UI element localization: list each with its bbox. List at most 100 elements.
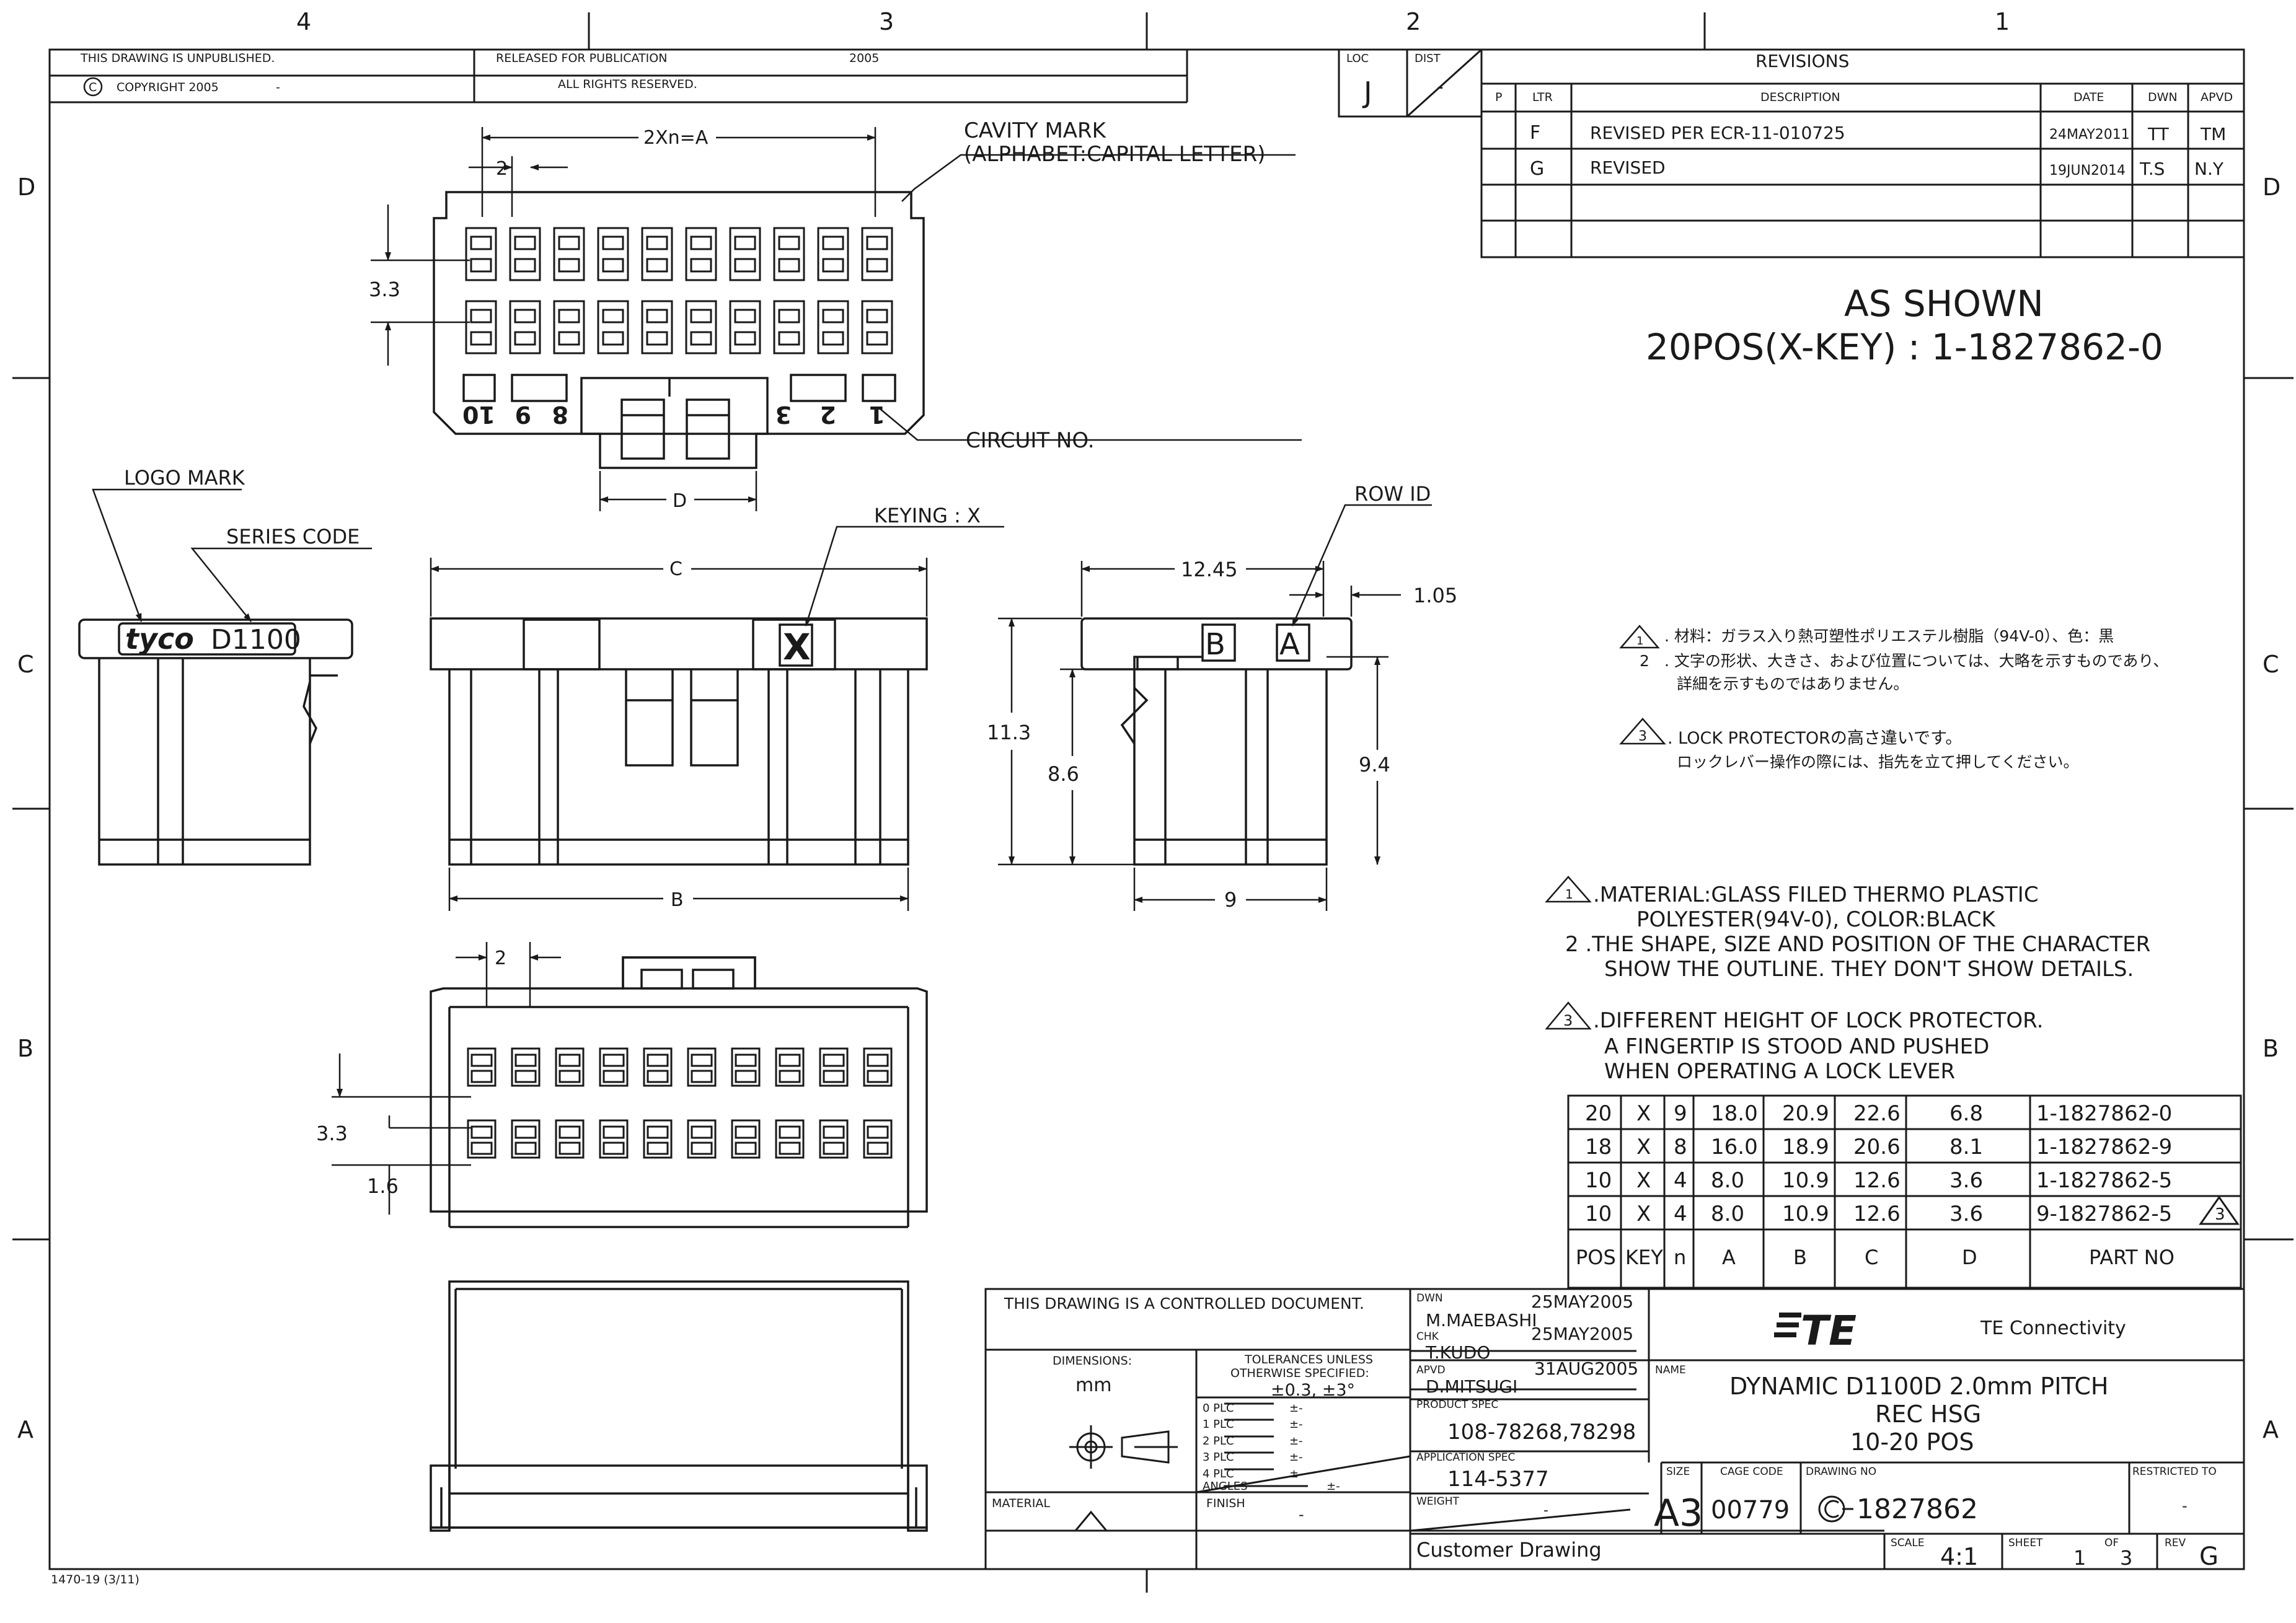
top-cavity xyxy=(509,300,541,354)
plc-2: 2 PLC xyxy=(1203,1435,1234,1448)
part-table-header: POS KEY n A B C D PART NO xyxy=(1576,1246,2175,1269)
dimensions-unit: mm xyxy=(1075,1374,1111,1396)
front-view xyxy=(430,956,928,1228)
te-logo: TE xyxy=(1774,1307,1857,1355)
tolerance-value: ±0.3, ±3° xyxy=(1271,1381,1355,1400)
top-cavity xyxy=(685,227,717,281)
front-cavity xyxy=(555,1047,585,1087)
finish-value: - xyxy=(1299,1506,1304,1523)
sheet-size: A3 xyxy=(1654,1492,1703,1535)
zone-row-a-right: A xyxy=(2263,1416,2279,1443)
plc-2-pm: ±- xyxy=(1289,1435,1303,1448)
copyright-text: COPYRIGHT 2005 xyxy=(117,81,219,94)
tolerances-line2: OTHERWISE SPECIFIED: xyxy=(1230,1366,1369,1380)
part-table-cell: 20.9 xyxy=(1782,1101,1829,1126)
circuit-number: 10 xyxy=(462,401,495,428)
top-cavity xyxy=(509,227,541,281)
part-table-cell: 3.6 xyxy=(1949,1202,1983,1226)
rev-date: 19JUN2014 xyxy=(2049,163,2126,178)
dist-label: DIST xyxy=(1415,52,1441,65)
rev-header-p: P xyxy=(1495,90,1502,104)
rev-apvd: TM xyxy=(2200,124,2226,144)
restricted-label: RESTRICTED TO xyxy=(2132,1466,2217,1478)
part-table-cell: 8.1 xyxy=(1949,1135,1983,1159)
plc-1-pm: ±- xyxy=(1289,1418,1303,1431)
row-letter-b: B xyxy=(1205,627,1225,662)
notes-japanese: 1 . 材料：ガラス入り熱可塑性ポリエステル樹脂（94V-0）、色：黒 2 . … xyxy=(1619,625,2168,771)
en-note-2b: SHOW THE OUTLINE. THEY DON'T SHOW DETAIL… xyxy=(1604,957,2134,982)
part-table-cell: 16.0 xyxy=(1711,1135,1758,1159)
application-spec-label: APPLICATION SPEC xyxy=(1416,1451,1515,1464)
te-wordmark: TE xyxy=(1801,1307,1857,1355)
apvd-name: D.MITSUGI xyxy=(1426,1376,1517,1397)
rev-header-date: DATE xyxy=(2073,90,2104,104)
part-table-cell: 12.6 xyxy=(1853,1202,1901,1226)
part-table-cell: X xyxy=(1636,1202,1651,1226)
part-table-cell: 3.6 xyxy=(1949,1168,1983,1193)
front-cavity xyxy=(511,1119,541,1159)
note-flag-3-jp-number: 3 xyxy=(1638,729,1647,744)
chk-name: T.KUDO xyxy=(1425,1342,1490,1363)
plc-3-pm: ±- xyxy=(1289,1451,1303,1464)
dim-d: D xyxy=(673,490,687,512)
logo-leaders xyxy=(92,488,372,622)
scale-value: 4:1 xyxy=(1940,1543,1978,1570)
row-id-view-dimensions xyxy=(998,504,1432,911)
logo-side-view xyxy=(78,618,353,866)
front-cavity xyxy=(819,1047,849,1087)
notes-english: 1 .MATERIAL:GLASS FILED THERMO PLASTIC P… xyxy=(1545,876,2150,1084)
zone-row-c-right: C xyxy=(2263,651,2279,678)
drawing-no-label: DRAWING NO xyxy=(1806,1466,1876,1478)
keying-view xyxy=(430,617,928,866)
top-cavity xyxy=(597,227,629,281)
zone-col-2: 2 xyxy=(1406,8,1421,35)
zone-row-b-right: B xyxy=(2263,1035,2279,1062)
front-cavity xyxy=(467,1047,497,1087)
front-cavity xyxy=(775,1119,805,1159)
note-flag-1-en xyxy=(1545,876,1592,903)
product-spec: 108-78268,78298 xyxy=(1447,1420,1636,1445)
as-shown-title: AS SHOWN xyxy=(1844,283,2044,325)
top-view-dimensions xyxy=(371,127,1302,511)
size-label: SIZE xyxy=(1666,1466,1690,1478)
dim-b: B xyxy=(671,889,684,911)
top-cavity xyxy=(465,300,497,354)
circuit-number: 1 xyxy=(869,401,885,428)
dim-3-3-front: 3.3 xyxy=(316,1122,348,1145)
cavity-mark-sublabel: (ALPHABET:CAPITAL LETTER) xyxy=(964,142,1266,167)
note-flag-1-jp xyxy=(1619,625,1660,649)
front-cavity xyxy=(599,1119,629,1159)
top-view-cavities xyxy=(465,227,893,354)
part-header-b: B xyxy=(1793,1246,1807,1269)
sheet-label: SHEET xyxy=(2008,1537,2043,1549)
rev-description: REVISED PER ECR-11-010725 xyxy=(1590,123,1845,143)
row-id-label: ROW ID xyxy=(1354,482,1431,506)
part-table-cell: 10 xyxy=(1585,1202,1612,1226)
row-id-view xyxy=(1080,617,1353,866)
part-table-cell: 12.6 xyxy=(1853,1168,1901,1193)
controlled-document-notice: THIS DRAWING IS A CONTROLLED DOCUMENT. xyxy=(1004,1295,1364,1313)
zone-markers: 4 3 2 1 D C B A D C B A xyxy=(17,8,2281,1443)
part-header-d: D xyxy=(1962,1246,1977,1269)
front-cavity xyxy=(775,1047,805,1087)
part-table-cell: 4 xyxy=(1674,1202,1687,1226)
top-cavity xyxy=(817,227,849,281)
name-label: NAME xyxy=(1655,1364,1686,1376)
plc-3: 3 PLC xyxy=(1203,1451,1234,1464)
part-table-cell: 9 xyxy=(1674,1101,1687,1126)
as-shown-callout: AS SHOWN 20POS(X-KEY) : 1-1827862-0 xyxy=(1646,283,2163,368)
angles-label: ANGLES xyxy=(1203,1480,1248,1493)
dim-1-6: 1.6 xyxy=(367,1174,399,1198)
rev-ltr: G xyxy=(1530,158,1544,180)
copyright-dash: - xyxy=(276,81,280,94)
part-table-cell: 8.0 xyxy=(1711,1168,1744,1193)
part-table-cell: 8.0 xyxy=(1711,1202,1744,1226)
part-table-cell: 10.9 xyxy=(1782,1168,1829,1193)
front-cavity xyxy=(643,1119,673,1159)
cage-code-label: CAGE CODE xyxy=(1720,1466,1783,1478)
form-number: 1470-19 (3/11) xyxy=(51,1573,139,1586)
dim-1-05: 1.05 xyxy=(1413,584,1457,607)
zone-row-d-right: D xyxy=(2263,174,2281,201)
